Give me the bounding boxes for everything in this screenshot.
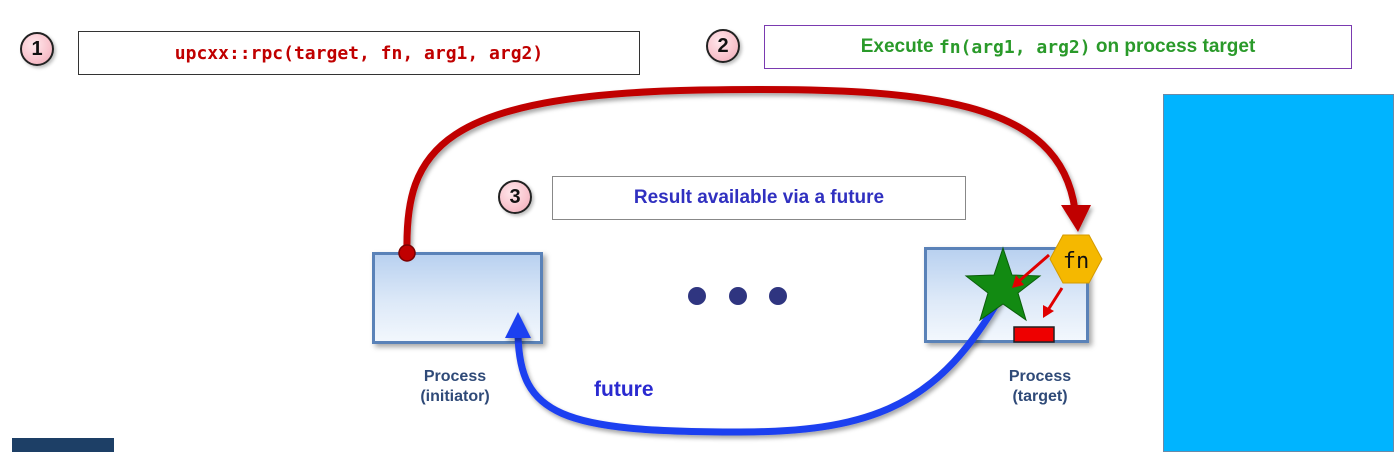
ellipsis-dot-1 (688, 287, 706, 305)
fn-badge-label: fn (1063, 249, 1090, 274)
fn-to-star-arrow (1017, 253, 1050, 284)
execution-star-icon (964, 246, 1042, 322)
target-label-line2: (target) (1012, 388, 1068, 405)
future-arrowhead (505, 312, 531, 338)
execute-text-suffix: on process target (1090, 36, 1256, 57)
initiator-label-line2: (initiator) (420, 388, 490, 405)
rpc-arrowhead (1061, 205, 1091, 232)
fn-to-star-arrowhead (1012, 275, 1024, 288)
execute-text-prefix: Execute (860, 36, 939, 57)
result-description-box: Result available via a future (552, 176, 966, 220)
initiator-label-line1: Process (423, 368, 487, 385)
side-panel (1163, 94, 1394, 452)
step-3-marker: 3 (498, 180, 532, 214)
execute-fn-code: fn(arg1, arg2) (938, 36, 1091, 58)
fn-to-block-arrowhead (1043, 305, 1054, 318)
rpc-call-code-box: upcxx::rpc(target, fn, arg1, arg2) (78, 31, 640, 75)
initiator-process-label: Process (initiator) (380, 367, 530, 407)
ellipsis-dot-2 (729, 287, 747, 305)
future-arrow-label: future (594, 378, 654, 401)
rpc-call-code: upcxx::rpc(target, fn, arg1, arg2) (174, 42, 544, 64)
step-2-marker: 2 (706, 29, 740, 63)
target-process-label: Process (target) (965, 367, 1115, 407)
rpc-arrow-origin-dot (398, 244, 416, 262)
result-description-text: Result available via a future (633, 187, 885, 208)
target-label-line1: Process (1008, 368, 1072, 385)
execute-description-box: Execute fn(arg1, arg2) on process target (764, 25, 1352, 69)
future-arrow (514, 294, 1004, 436)
result-block (1013, 326, 1055, 343)
fn-to-block-arrow (1046, 287, 1064, 311)
ellipsis-dot-3 (769, 287, 787, 305)
step-1-marker: 1 (20, 32, 54, 66)
rpc-arrow (403, 85, 1079, 256)
corner-logo-fragment (12, 438, 114, 452)
fn-badge-shape (1049, 234, 1103, 284)
